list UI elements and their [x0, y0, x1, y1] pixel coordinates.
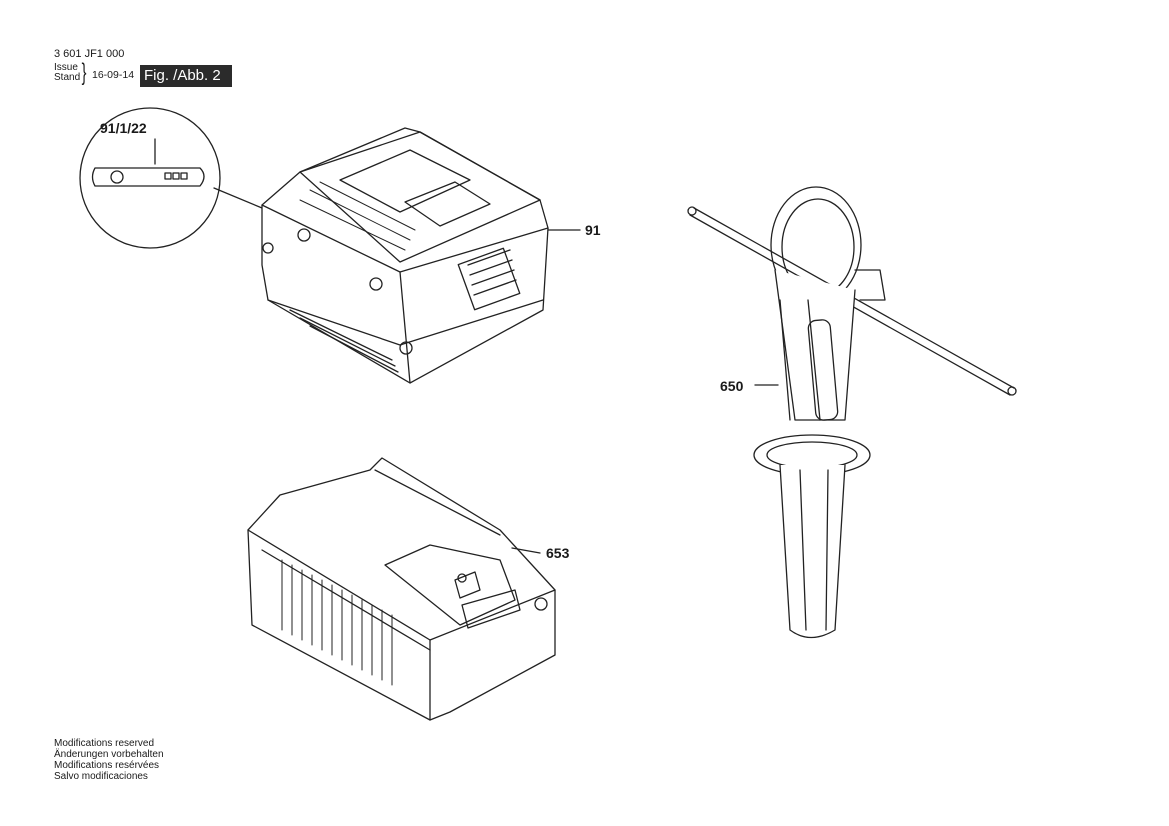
callout-charger: 653 [546, 545, 570, 561]
detail-magnifier [79, 107, 263, 249]
figure-label: Fig. /Abb. 2 [140, 65, 232, 87]
issue-stand-labels: Issue Stand [54, 63, 80, 83]
footer-notice: Modifications reserved Änderungen vorbeh… [54, 738, 164, 782]
brace-glyph: } [81, 59, 87, 86]
footer-line: Änderungen vorbehalten [54, 749, 164, 760]
stand-label: Stand [54, 72, 81, 83]
callout-battery: 91 [585, 222, 601, 238]
footer-line: Modifications reserved [54, 738, 155, 749]
footer-line: Modifications resérvées [54, 760, 160, 771]
issue-label: Issue [54, 62, 78, 73]
charger-drawing [247, 457, 556, 721]
issue-date: 16-09-14 [92, 69, 135, 81]
document-number: 3 601 JF1 000 [54, 48, 125, 60]
footer-line: Salvo modificaciones [54, 771, 148, 782]
battery-pack-drawing [261, 127, 581, 384]
callout-handle: 650 [720, 378, 744, 394]
side-handle-drawing [687, 186, 1017, 639]
callout-detail: 91/1/22 [100, 120, 147, 136]
